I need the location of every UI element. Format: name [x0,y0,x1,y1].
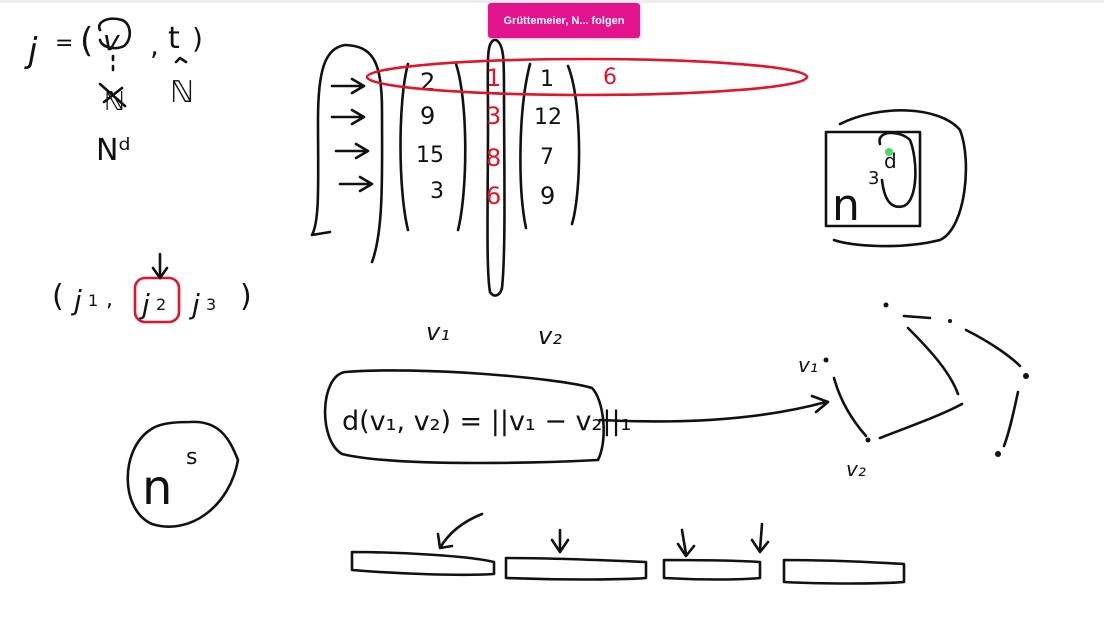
svg-text:): ) [240,279,252,314]
matrix-cell: 9 [420,102,435,130]
svg-text:3: 3 [868,168,879,189]
matrix-cell: 7 [540,145,554,170]
svg-text:ℕ: ℕ [170,75,194,110]
svg-text:ℕ: ℕ [104,87,125,117]
row-arrows [330,77,374,193]
bottom-bars [350,512,906,585]
selected-tuple-highlight [133,276,181,324]
matrix-red-extra: 6 [603,65,617,90]
svg-text:): ) [192,22,203,55]
svg-text:j: j [24,31,38,71]
svg-text:s: s [186,445,197,470]
matrix-red-cell: 8 [486,144,501,172]
n-s-figure: n s [126,420,240,528]
svg-text:j: j [188,288,200,321]
svg-text:v₁: v₁ [798,353,818,377]
svg-text:,: , [150,29,159,62]
svg-text:3: 3 [206,295,216,314]
row-highlight-ellipse [365,57,809,97]
matrix-cell: 3 [430,179,444,204]
follow-presenter-button[interactable]: Grüttemeier, N... folgen [488,3,640,38]
matrix-cell: 12 [534,105,562,130]
svg-text:v₂: v₂ [846,457,866,481]
graph-sketch: v₁ v₂ [798,302,1029,481]
matrix-red-cell: 6 [486,182,501,210]
svg-text:t: t [168,21,180,56]
svg-text:n: n [832,180,860,231]
distance-formula: d(v₁, v₂) = ||v₁ − v₂||₁ [342,406,631,437]
svg-text:v: v [103,24,120,57]
matrix-cell: 9 [540,182,555,210]
svg-text:2: 2 [156,295,166,314]
svg-text:n: n [142,460,172,516]
svg-text:j: j [70,284,82,317]
distance-formula-group: d(v₁, v₂) = ||v₁ − v₂||₁ [323,369,830,465]
svg-text:(: ( [52,279,64,314]
svg-text:,: , [106,287,113,312]
tuple-list: ( j 1 , j 2 j 3 ) [52,252,252,324]
matrix-figure: 2 9 15 3 1 3 8 6 1 12 7 9 6 [310,38,809,297]
highlight-dot [885,148,893,156]
svg-text:Nᵈ: Nᵈ [96,133,131,168]
matrix-cell: 1 [540,67,554,92]
svg-text:=: = [55,31,73,56]
matrix-red-cell: 3 [486,102,501,130]
svg-text:(: ( [80,21,93,61]
label-v1: v₁ [426,318,450,346]
svg-text:j: j [138,288,150,321]
matrix-red-cell: 1 [486,64,501,92]
matrix-cell: 2 [420,68,435,96]
svg-text:1: 1 [88,291,98,310]
label-v2: v₂ [538,322,562,350]
n-box-figure: n 3 d [824,109,968,248]
top-edge [0,0,1104,3]
matrix-cell: 15 [416,143,444,168]
tuple-j-annotation: j = ( v , t ) ℕ Nᵈ ℕ [24,17,203,168]
